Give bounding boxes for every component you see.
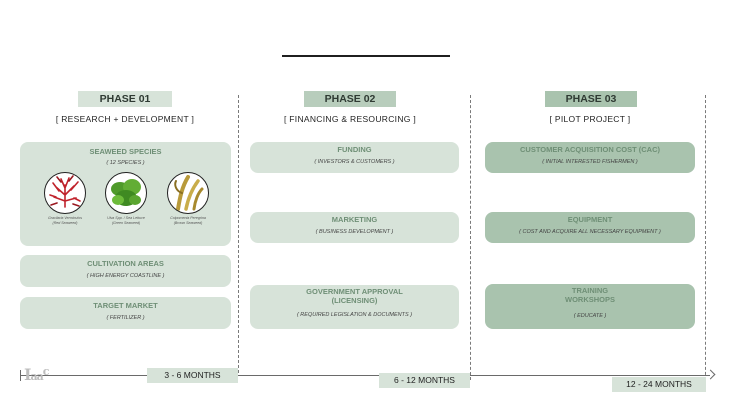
phase-01-subtitle: [ RESEARCH + DEVELOPMENT ]: [55, 114, 195, 124]
brown-seaweed-image: [167, 172, 209, 214]
workshops-title: WORKSHOPS: [564, 295, 615, 304]
species-brown: Colpomenia Peregrina (Brown Seaweed): [160, 172, 216, 226]
phase-02-duration: 6 - 12 MONTHS: [379, 373, 470, 388]
phase-03-duration: 12 - 24 MONTHS: [612, 377, 706, 392]
marketing-title: MARKETING: [331, 215, 378, 224]
cultivation-areas-card: CULTIVATION AREAS ( HIGH ENERGY COASTLIN…: [20, 255, 231, 287]
title-underline: [282, 55, 450, 57]
timeline-axis: [20, 375, 710, 376]
green-seaweed-type: (Green Seaweed): [111, 221, 141, 225]
marketing-card: MARKETING ( BUSINESS DEVELOPMENT ): [250, 212, 459, 243]
equipment-title: EQUIPMENT: [567, 215, 613, 224]
training-title: TRAINING: [571, 286, 609, 295]
phase-03-subtitle: [ PILOT PROJECT ]: [549, 114, 631, 124]
phase-divider-2: [470, 95, 471, 380]
funding-card: FUNDING ( INVESTORS & CUSTOMERS ): [250, 142, 459, 173]
brown-seaweed-name: Colpomenia Peregrina: [170, 216, 206, 220]
brown-seaweed-type: (Brown Seaweed): [173, 221, 203, 225]
green-seaweed-image: [105, 172, 147, 214]
phase-03-tag: PHASE 03: [545, 91, 637, 107]
red-seaweed-image: [44, 172, 86, 214]
cultivation-areas-sub: ( HIGH ENERGY COASTLINE ): [86, 273, 165, 279]
funding-sub: ( INVESTORS & CUSTOMERS ): [314, 159, 395, 165]
equipment-card: EQUIPMENT ( COST AND ACQUIRE ALL NECESSA…: [485, 212, 695, 243]
target-market-card: TARGET MARKET ( FERTILIZER ): [20, 297, 231, 329]
seaweed-species-count: ( 12 SPECIES ): [106, 160, 145, 166]
phase-02-subtitle: [ FINANCING & RESOURCING ]: [283, 114, 416, 124]
species-green: Ulva Spp. / Sea Lettuce (Green Seaweed): [98, 172, 154, 226]
cac-card: CUSTOMER ACQUISITION COST (CAC) ( INITIA…: [485, 142, 695, 173]
species-row: Gracilaria Vermiculos (Red Seaweed) Ulva…: [20, 172, 231, 250]
cultivation-areas-title: CULTIVATION AREAS: [87, 259, 164, 268]
timeline-tick-start: [20, 370, 21, 381]
species-red: Gracilaria Vermiculos (Red Seaweed): [37, 172, 93, 226]
red-seaweed-type: (Red Seaweed): [52, 221, 78, 225]
phase-divider-1: [238, 95, 239, 373]
training-card: TRAINING WORKSHOPS ( EDUCATE ): [485, 284, 695, 329]
funding-title: FUNDING: [337, 145, 372, 154]
government-approval-sub: ( REQUIRED LEGISLATION & DOCUMENTS ): [296, 312, 413, 318]
seaweed-species-card: SEAWEED SPECIES ( 12 SPECIES ) Gracilari…: [20, 142, 231, 246]
phase-divider-3: [705, 95, 706, 385]
equipment-sub: ( COST AND ACQUIRE ALL NECESSARY EQUIPME…: [519, 229, 661, 235]
green-seaweed-name: Ulva Spp. / Sea Lettuce: [107, 216, 145, 220]
phase-01-tag: PHASE 01: [78, 91, 172, 107]
target-market-title: TARGET MARKET: [93, 301, 158, 310]
cac-title: CUSTOMER ACQUISITION COST (CAC): [520, 145, 660, 154]
timeline-arrow-icon: [705, 369, 716, 380]
government-approval-card: GOVERNMENT APPROVAL (LICENSING) ( REQUIR…: [250, 285, 459, 329]
marketing-sub: ( BUSINESS DEVELOPMENT ): [315, 229, 394, 235]
target-market-sub: ( FERTILIZER ): [106, 315, 145, 321]
iaac-logo: Iaac: [24, 365, 49, 384]
cac-sub: ( INITIAL INTERESTED FISHERMEN ): [542, 159, 638, 165]
red-seaweed-name: Gracilaria Vermiculos: [47, 216, 83, 220]
government-approval-title: GOVERNMENT APPROVAL: [306, 287, 403, 296]
seaweed-species-title: SEAWEED SPECIES: [89, 147, 162, 156]
phase-02-tag: PHASE 02: [304, 91, 396, 107]
phase-01-duration: 3 - 6 MONTHS: [147, 368, 238, 383]
training-sub: ( EDUCATE ): [573, 313, 607, 319]
licensing-title: (LICENSING): [331, 296, 378, 305]
